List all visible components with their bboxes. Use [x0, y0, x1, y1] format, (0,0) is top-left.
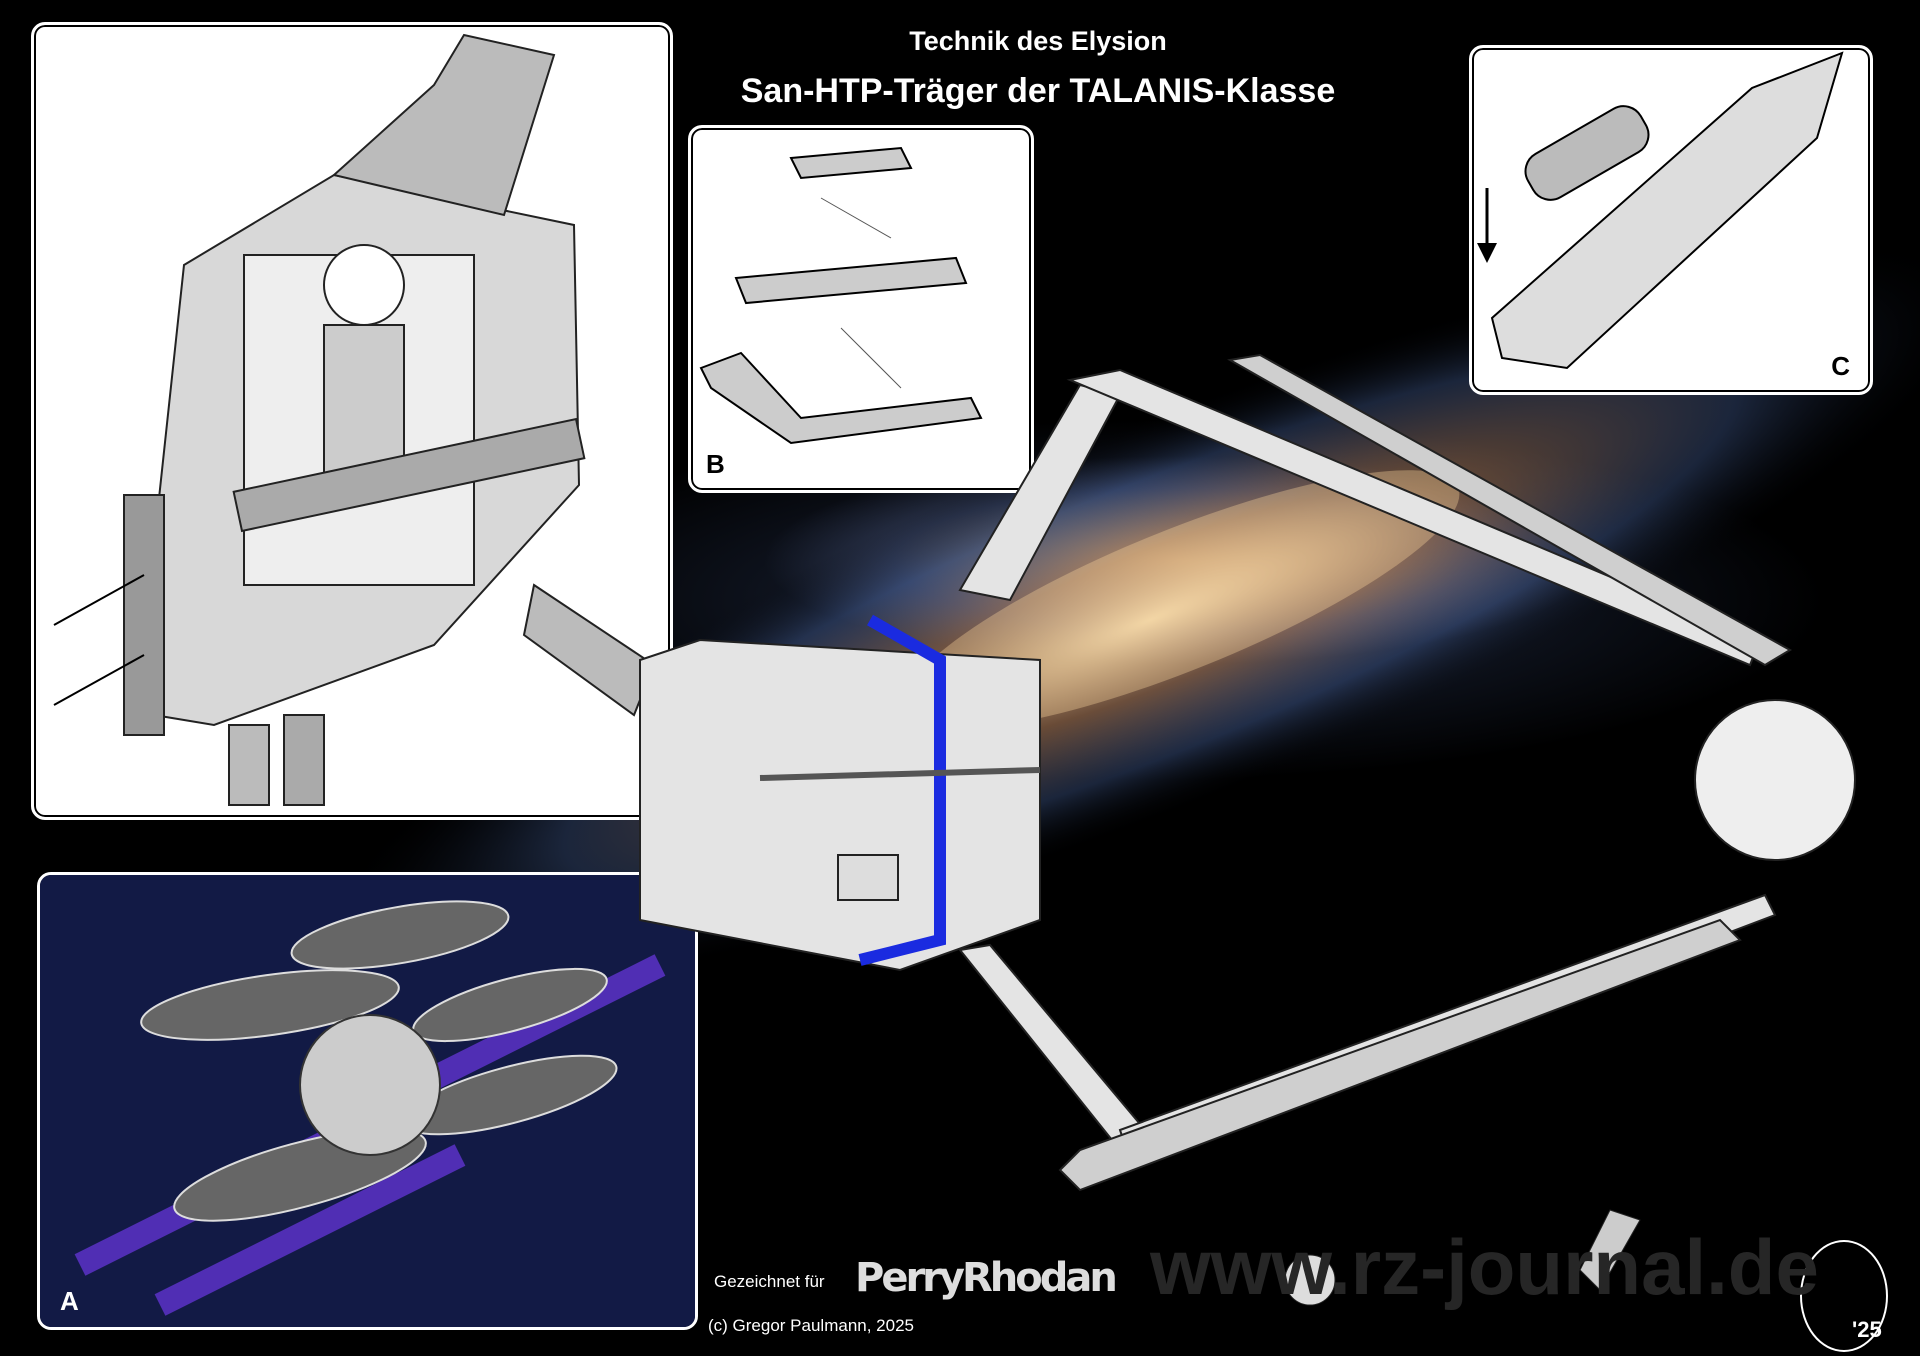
cutaway-drawing — [53, 33, 656, 806]
drawn-for-text: Gezeichnet für — [714, 1272, 825, 1291]
panel-b: B — [688, 125, 1034, 493]
page-title: San-HTP-Träger der TALANIS-Klasse — [740, 72, 1336, 110]
panel-b-drawing — [699, 146, 983, 445]
panel-b-label: B — [706, 449, 725, 479]
signature-mark — [1800, 1240, 1888, 1352]
subtitle: Technik des Elysion — [909, 26, 1167, 56]
watermark: www.rz-journal.de — [1150, 1223, 1819, 1311]
panel-c: C — [1469, 45, 1873, 395]
panel-c-label: C — [1831, 351, 1850, 381]
panel-a-label: A — [60, 1286, 79, 1316]
year-mark: '25 — [1852, 1317, 1882, 1342]
cutaway-panel — [31, 22, 673, 820]
perry-rhodan-logo: PerryRhodan — [855, 1255, 1118, 1301]
panel-c-drawing — [1477, 51, 1844, 370]
panel-a: A — [37, 872, 698, 1330]
panel-a-drawing — [40, 875, 695, 1327]
copyright-text: (c) Gregor Paulmann, 2025 — [708, 1316, 914, 1335]
